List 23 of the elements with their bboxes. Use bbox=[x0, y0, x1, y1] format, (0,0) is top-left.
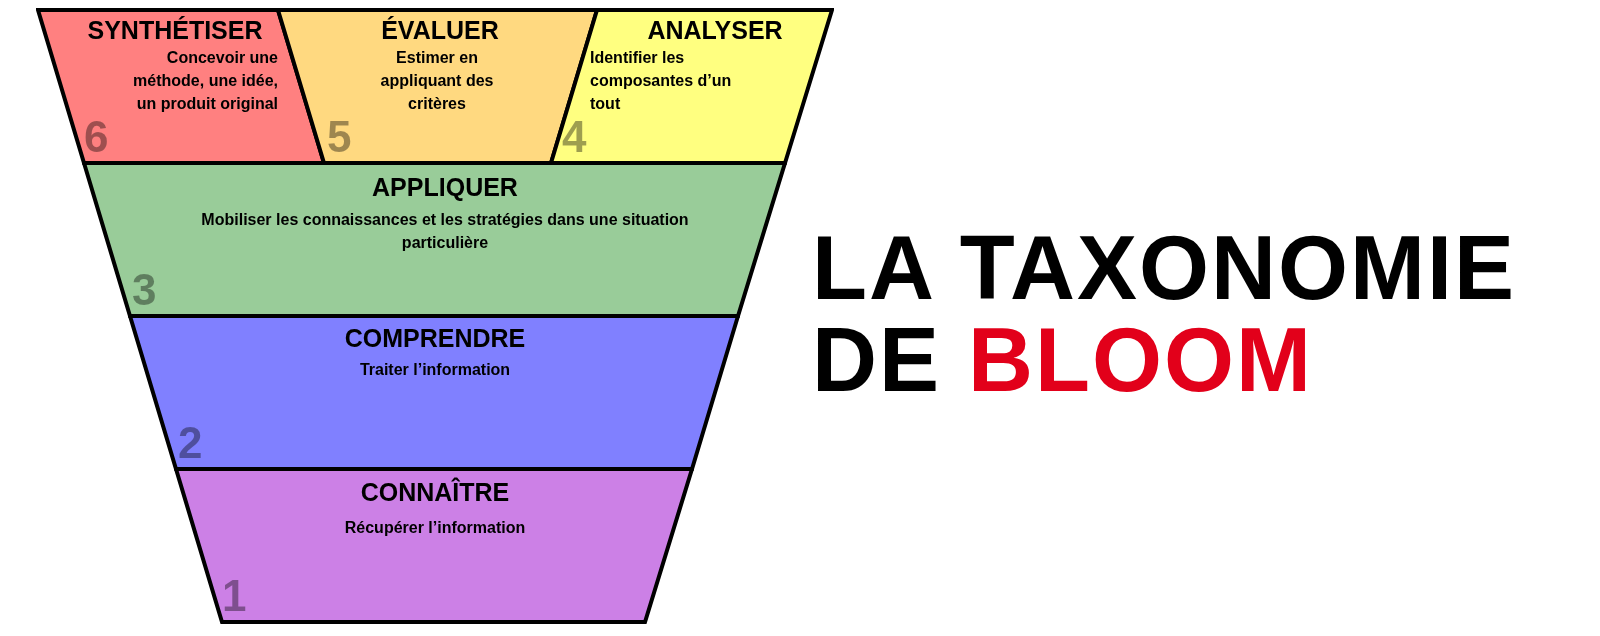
level-heading: APPLIQUER bbox=[371, 173, 519, 202]
level-heading: CONNAÎTRE bbox=[359, 478, 511, 507]
level-heading: ANALYSER bbox=[646, 16, 784, 45]
level-description: Identifier les composantes d’un tout bbox=[590, 48, 733, 114]
level-description: Estimer en appliquant des critères bbox=[379, 48, 495, 114]
level-number: 5 bbox=[327, 112, 352, 162]
level-description: Concevoir une méthode, une idée, un produit original bbox=[132, 48, 278, 114]
funnel-band bbox=[82, 161, 787, 318]
level-heading: SYNTHÉTISER bbox=[86, 16, 264, 45]
funnel-band bbox=[128, 314, 740, 471]
level-heading: ÉVALUER bbox=[380, 16, 500, 45]
level-description: Traiter l’information bbox=[358, 360, 512, 380]
level-description: Récupérer l’information bbox=[343, 518, 527, 538]
funnel-band bbox=[174, 467, 694, 624]
level-heading: COMPRENDRE bbox=[343, 324, 527, 353]
level-number: 1 bbox=[222, 571, 247, 621]
level-description: Mobiliser les connaissances et les stratégies dans une situation particulière bbox=[200, 210, 690, 253]
level-number: 4 bbox=[562, 112, 587, 162]
level-number: 3 bbox=[132, 265, 157, 315]
level-number: 6 bbox=[84, 112, 109, 162]
title: LA TAXONOMIE DE BLOOM bbox=[812, 222, 1517, 406]
level-number: 2 bbox=[178, 418, 203, 468]
funnel-band bbox=[549, 8, 834, 165]
